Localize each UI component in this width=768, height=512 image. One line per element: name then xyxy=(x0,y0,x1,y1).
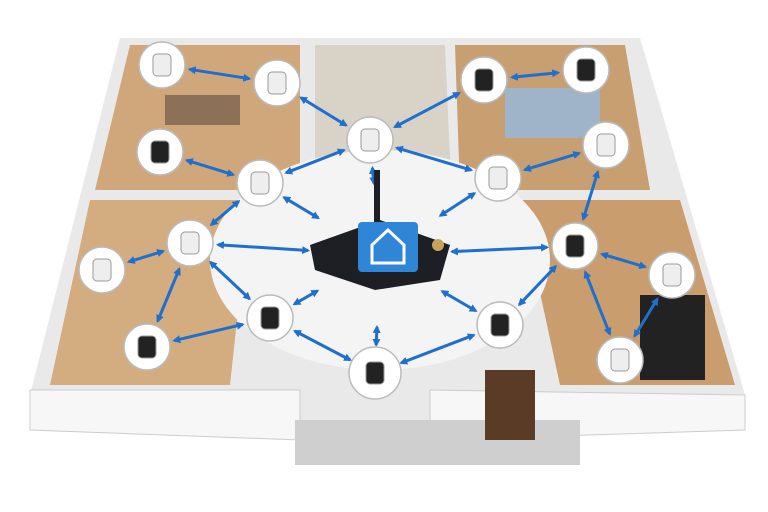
link-sensor-hall-bath-sensor xyxy=(522,151,582,172)
link-keypad-right-door-sensor xyxy=(583,270,612,336)
entrance-tiles xyxy=(295,420,580,465)
light-bulb-icon xyxy=(152,53,172,77)
link-thermostat-left-speaker xyxy=(126,249,166,264)
smart-speaker-icon xyxy=(92,258,112,282)
security-keypad-icon xyxy=(565,234,585,258)
home-tree-icon xyxy=(370,227,406,265)
leak-sensor-icon xyxy=(596,133,616,157)
link-keypad-right-lock xyxy=(517,264,558,307)
device-lock[interactable] xyxy=(476,301,524,349)
link-plug-ceiling-sensor xyxy=(299,96,348,127)
link-ceiling-sensor-sensor-hall xyxy=(394,145,474,173)
robot-vacuum-icon xyxy=(365,361,385,385)
link-lock-hub xyxy=(440,289,478,313)
link-sensor-hall-hub xyxy=(438,192,477,217)
sofa xyxy=(165,95,240,125)
device-sensor-hall[interactable] xyxy=(474,154,522,202)
link-switch-hub xyxy=(282,196,320,220)
device-nodes xyxy=(78,41,696,400)
mesh-links xyxy=(126,66,659,365)
link-thermostat-left-camera xyxy=(156,267,181,323)
link-panel-bedroom-bedroom-hub xyxy=(509,69,561,81)
hub-port xyxy=(432,239,444,251)
device-keypad-right[interactable] xyxy=(551,222,599,270)
device-motion[interactable] xyxy=(246,294,294,342)
keypad-icon xyxy=(150,140,170,164)
device-bath-sensor[interactable] xyxy=(582,121,630,169)
link-thermostat-left-motion xyxy=(208,260,252,301)
device-door-sensor[interactable] xyxy=(596,336,644,384)
cabinet xyxy=(640,295,705,380)
device-bedroom-hub[interactable] xyxy=(562,46,610,94)
front-wall-left xyxy=(29,389,301,441)
device-camera[interactable] xyxy=(123,323,171,371)
door-sensor-icon xyxy=(610,348,630,372)
thermostat-icon xyxy=(180,231,200,255)
device-plug[interactable] xyxy=(253,59,301,107)
square-sensor-icon xyxy=(488,166,508,190)
link-ceiling-sensor-hub xyxy=(368,165,378,186)
device-thermostat-left[interactable] xyxy=(166,219,214,267)
link-vacuum-hub xyxy=(372,324,381,348)
link-keypad-right-hub xyxy=(449,243,550,256)
device-vacuum[interactable] xyxy=(348,346,402,400)
device-speaker[interactable] xyxy=(78,246,126,294)
device-panel-bedroom[interactable] xyxy=(460,56,508,104)
link-motion-vacuum xyxy=(293,329,352,362)
front-door xyxy=(485,370,535,440)
link-thermostat-left-hub xyxy=(215,241,311,255)
bed xyxy=(505,88,600,138)
link-keypad-left-switch xyxy=(184,158,236,177)
wall-switch-icon xyxy=(250,171,270,195)
hub-device[interactable] xyxy=(310,170,450,290)
smart-plug-icon xyxy=(267,71,287,95)
smart-lock-icon xyxy=(490,313,510,337)
device-switch[interactable] xyxy=(236,159,284,207)
camera-icon xyxy=(137,335,157,359)
device-keypad-left[interactable] xyxy=(136,128,184,176)
link-switch-ceiling-sensor xyxy=(284,148,346,175)
antenna xyxy=(374,170,380,225)
link-lock-vacuum xyxy=(399,333,476,365)
display-panel-icon xyxy=(474,68,494,92)
link-bulb-plug xyxy=(187,66,252,82)
link-ceiling-sensor-panel-bedroom xyxy=(393,91,461,129)
device-bulb[interactable] xyxy=(138,41,186,89)
device-siren[interactable] xyxy=(648,251,696,299)
link-switch-thermostat-left xyxy=(209,199,241,227)
ceiling-sensor-icon xyxy=(360,128,380,152)
link-camera-motion xyxy=(172,321,245,344)
wifi-extender-icon xyxy=(576,58,596,82)
link-motion-hub xyxy=(292,289,320,306)
link-keypad-right-siren xyxy=(599,251,648,270)
device-ceiling-sensor[interactable] xyxy=(346,116,394,164)
motion-sensor-icon xyxy=(260,306,280,330)
link-bath-sensor-keypad-right xyxy=(581,169,600,222)
siren-icon xyxy=(662,263,682,287)
link-siren-door-sensor xyxy=(633,297,659,338)
